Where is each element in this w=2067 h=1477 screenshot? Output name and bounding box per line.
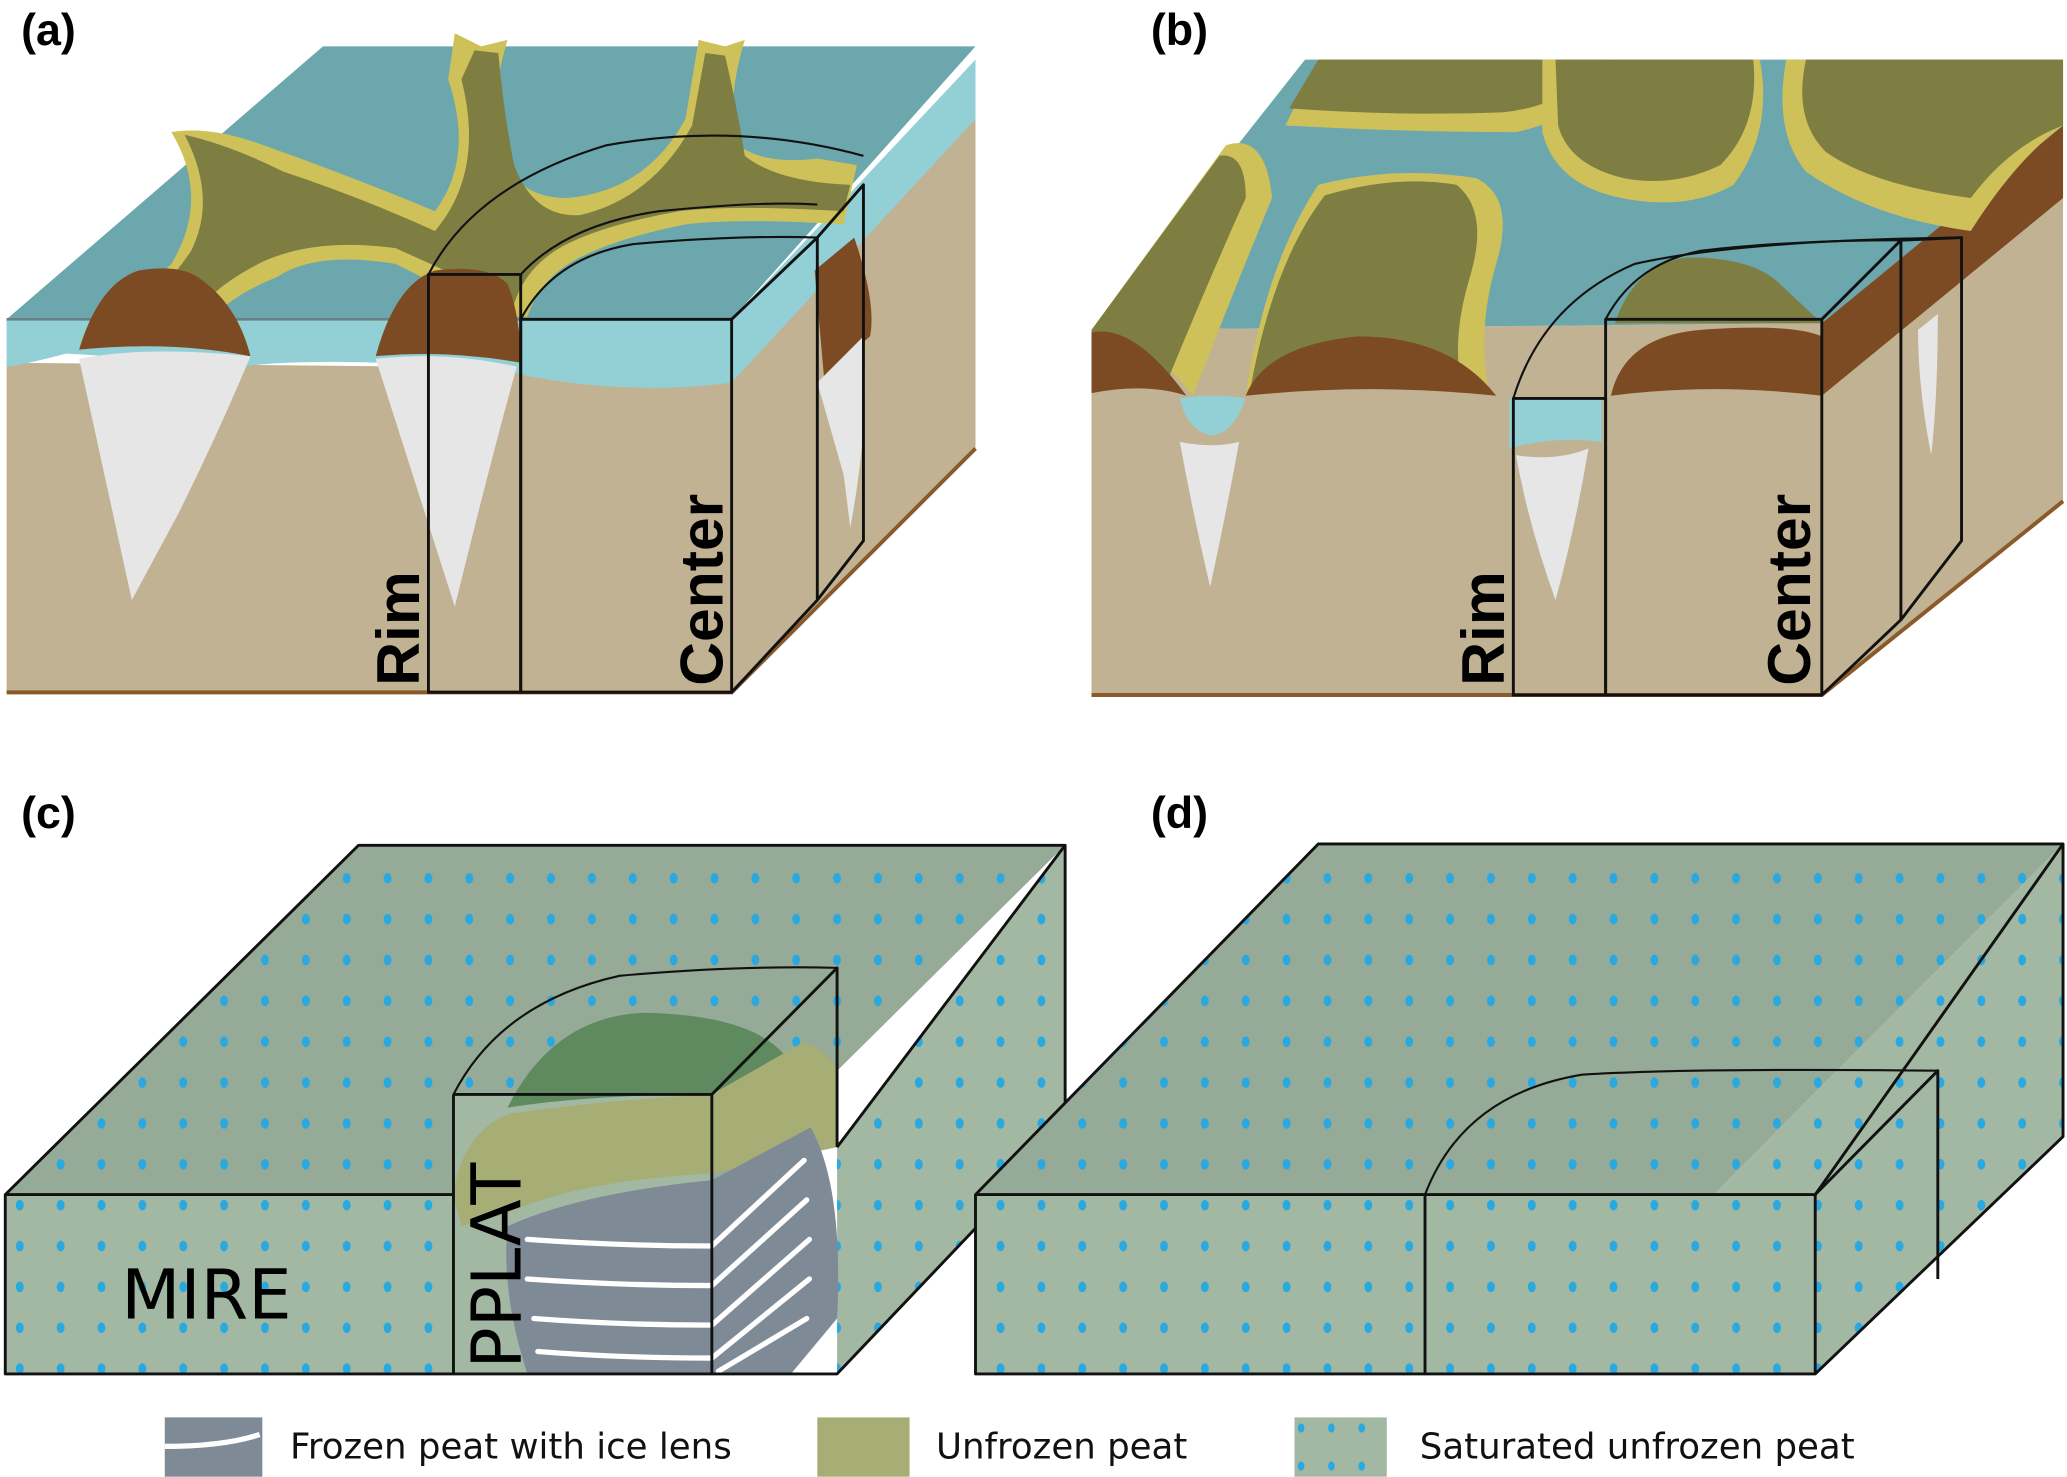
panel-b-label: (b) <box>1151 5 1208 55</box>
water-right-band <box>731 59 976 383</box>
ice-lenses <box>524 1157 813 1374</box>
panel-a: (a) Rim Center <box>6 5 977 695</box>
ice-wedge-left <box>1179 441 1240 587</box>
rim-mound-front <box>1091 331 1187 396</box>
rim-mound-middle <box>375 268 521 363</box>
trough-water-left <box>1179 395 1246 436</box>
panel-c-label: (c) <box>21 788 76 838</box>
ice-wedge-right <box>817 336 866 528</box>
pplat-zone-label: PPLAT <box>458 1162 538 1369</box>
legend-label-frozen-peat: Frozen peat with ice lens <box>290 1426 732 1467</box>
pplat-green-dome <box>507 1012 785 1108</box>
rim-peat-network-core <box>118 50 851 330</box>
pplat-frozen-core <box>506 1127 839 1374</box>
pplat-unfrozen-layer <box>453 1041 838 1227</box>
legend-item-unfrozen-peat: Unfrozen peat <box>817 1417 1187 1477</box>
ice-wedge-left <box>79 351 251 601</box>
legend-item-frozen-peat: Frozen peat with ice lens <box>164 1417 732 1477</box>
panel-b: (b) Rim <box>1091 5 2065 697</box>
rim-column-label: Rim <box>364 571 432 686</box>
panel-d-label: (d) <box>1151 788 1208 838</box>
ice-wedge-middle <box>375 356 517 607</box>
unfrozen-peat-swatch <box>817 1417 910 1477</box>
panel-d: (d) <box>974 788 2065 1376</box>
center-column-label: Center <box>667 494 735 686</box>
ice-wedge-right <box>1918 314 1938 456</box>
trough-water-middle <box>1509 398 1602 449</box>
legend-item-saturated-peat: Saturated unfrozen peat <box>1294 1417 1855 1477</box>
saturated-peat-swatch <box>1294 1417 1387 1477</box>
rim-column-label: Rim <box>1449 571 1517 686</box>
legend-label-unfrozen-peat: Unfrozen peat <box>936 1426 1187 1467</box>
legend: Frozen peat with ice lens Unfrozen peat … <box>164 1417 1855 1477</box>
soil-front-face <box>1091 323 1822 695</box>
center-column-label: Center <box>1755 494 1823 686</box>
panel-a-label: (a) <box>21 5 76 55</box>
polygon-center-6 <box>1614 257 1822 324</box>
rim-mound-left <box>79 268 251 357</box>
rim-mound-right <box>814 237 872 376</box>
mire-zone-label: MIRE <box>121 1256 291 1336</box>
legend-label-saturated-peat: Saturated unfrozen peat <box>1420 1426 1855 1467</box>
ice-wedge-middle <box>1515 448 1589 601</box>
panel-c: (c) MIRE PPLAT <box>3 788 1067 1376</box>
soil-right-face <box>1821 125 2064 695</box>
peat-right-band <box>1821 125 2064 396</box>
